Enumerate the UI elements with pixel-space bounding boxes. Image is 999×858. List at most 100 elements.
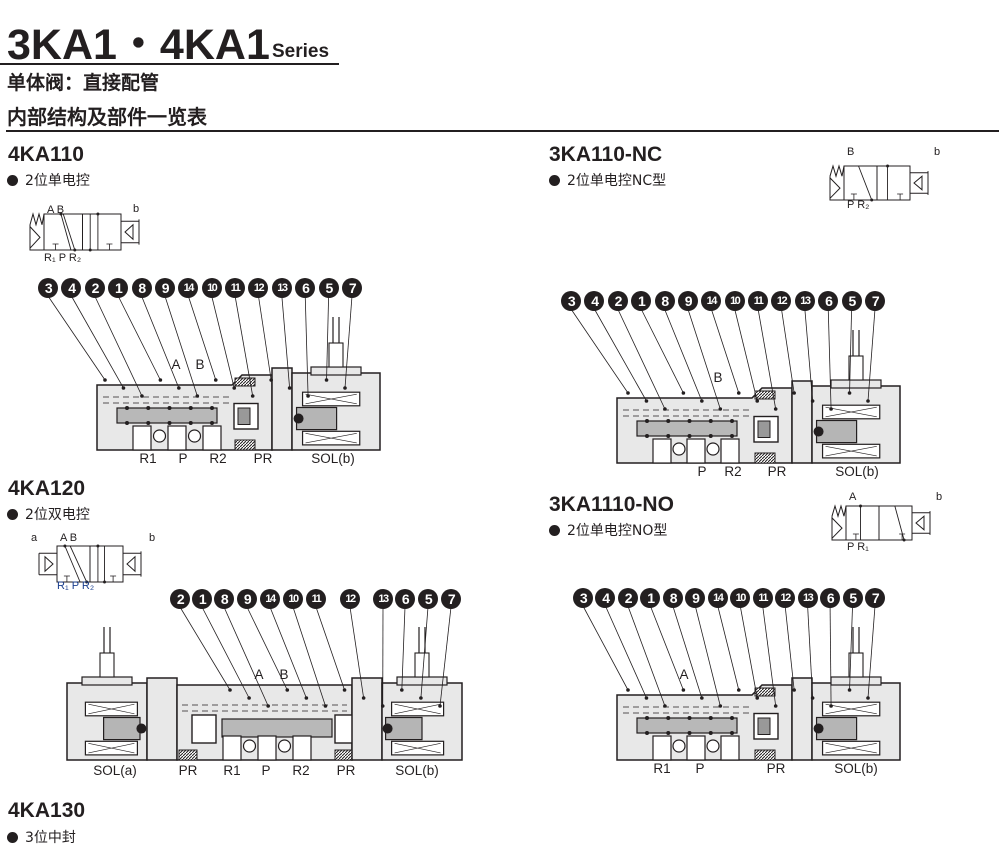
bullet-icon — [7, 832, 18, 843]
leader-dot — [324, 378, 329, 382]
mounting-hole — [672, 739, 686, 753]
port-boss — [202, 425, 222, 451]
arrow-head — [73, 248, 77, 252]
seal-ring — [730, 434, 734, 438]
flow-arrow-icon — [60, 213, 72, 251]
leader-dot — [269, 378, 273, 382]
model-title: 3KA110-NC — [549, 143, 663, 166]
mounting-hole — [152, 429, 167, 443]
cable-gland — [848, 355, 864, 381]
leader-dot — [792, 688, 796, 692]
leader-line — [594, 308, 647, 402]
leader-line — [315, 606, 345, 691]
port-boss — [652, 438, 672, 464]
part-number-callout: 8 — [214, 589, 234, 609]
blocked-port-icon — [106, 243, 113, 250]
solenoid-symbol-icon — [912, 511, 931, 535]
part-number-callout: 12 — [340, 589, 360, 609]
model-description: 2位双电控 — [7, 504, 90, 524]
leader-dot — [103, 378, 107, 382]
blocked-port-icon — [52, 243, 59, 250]
leader-dot — [158, 378, 163, 382]
leader-dot — [700, 696, 704, 700]
part-number-callout: 9 — [154, 278, 175, 298]
spool — [116, 407, 218, 424]
part-number-callout: 11 — [225, 278, 246, 298]
passage-dashes — [103, 396, 232, 404]
leader-line — [258, 295, 272, 381]
part-number-callout: 11 — [752, 588, 773, 608]
model-title: 4KA110 — [8, 143, 84, 166]
leader-line — [211, 295, 235, 389]
mounting-hole — [242, 739, 257, 753]
coil-x-mark — [394, 703, 441, 715]
part-number-callout: 14 — [260, 589, 280, 609]
connector-cap — [310, 366, 362, 376]
seal-ring — [687, 716, 692, 720]
arrow-head — [59, 212, 63, 216]
leader-dot — [343, 386, 347, 390]
pilot-block-right — [351, 677, 383, 761]
part-number-callout: 1 — [192, 589, 212, 609]
leader-line — [117, 295, 161, 381]
port-boss — [686, 438, 706, 464]
part-number-callout: 13 — [797, 588, 818, 608]
leader-line — [141, 295, 180, 389]
port-label: SOL(b) — [311, 451, 355, 466]
exhaust-silencer — [754, 749, 776, 761]
symbol-solenoid-label: b — [936, 491, 943, 503]
port-label: P — [178, 451, 188, 466]
leader-line — [687, 308, 721, 410]
leader-dot — [681, 688, 686, 692]
body-port-label: A — [254, 667, 264, 682]
connector-cap — [81, 676, 133, 686]
part-number-callout: 12 — [771, 291, 792, 311]
port-label: PR — [766, 761, 786, 776]
solenoid-symbol-icon — [123, 551, 142, 577]
part-number-callout: 12 — [248, 278, 269, 298]
seal-ring — [708, 731, 713, 735]
seal-ring — [125, 406, 129, 410]
leader-line — [401, 606, 406, 691]
bullet-icon — [7, 175, 18, 186]
port-boss — [167, 425, 187, 451]
leader-dot — [626, 688, 630, 692]
leader-line — [281, 295, 291, 389]
leader-dot — [736, 688, 741, 692]
filter-element — [234, 377, 256, 387]
leader-line — [807, 605, 814, 699]
blocked-port-icon — [899, 533, 906, 540]
part-number-callout: 7 — [441, 589, 461, 609]
coil-x-mark — [825, 703, 877, 715]
leader-line — [234, 295, 254, 397]
leader-dot — [736, 391, 741, 395]
piston-core — [757, 717, 771, 735]
leader-line — [187, 295, 217, 381]
leader-dot — [663, 407, 667, 411]
blocked-port-icon — [852, 533, 859, 540]
leader-dot — [866, 399, 870, 403]
cable-gland — [414, 652, 430, 678]
part-number-callout: 10 — [201, 278, 222, 298]
part-number-callout: 2 — [170, 589, 190, 609]
seal-ring — [687, 434, 692, 438]
series-label: Series — [272, 41, 330, 62]
spool — [636, 420, 738, 437]
leader-line — [827, 308, 832, 410]
symbol-top-ports: A — [849, 491, 857, 503]
leader-dot — [810, 696, 815, 700]
model-description: 3位中封 — [7, 827, 76, 847]
part-number-callout: 6 — [295, 278, 316, 298]
blocked-port-icon — [850, 193, 857, 200]
seal-ring — [730, 716, 734, 720]
valve-symbol — [38, 544, 142, 584]
part-number-callout: 2 — [84, 278, 105, 298]
solenoid-symbol-icon — [910, 171, 929, 195]
body-port-label: B — [279, 667, 289, 682]
port-label: SOL(a) — [93, 763, 137, 778]
symbol-top-ports: A B — [47, 204, 65, 216]
arrow-head — [902, 538, 906, 542]
model-title: 3KA1110-NO — [549, 493, 674, 516]
coil-x-mark — [305, 433, 357, 444]
port-boss — [132, 425, 152, 451]
